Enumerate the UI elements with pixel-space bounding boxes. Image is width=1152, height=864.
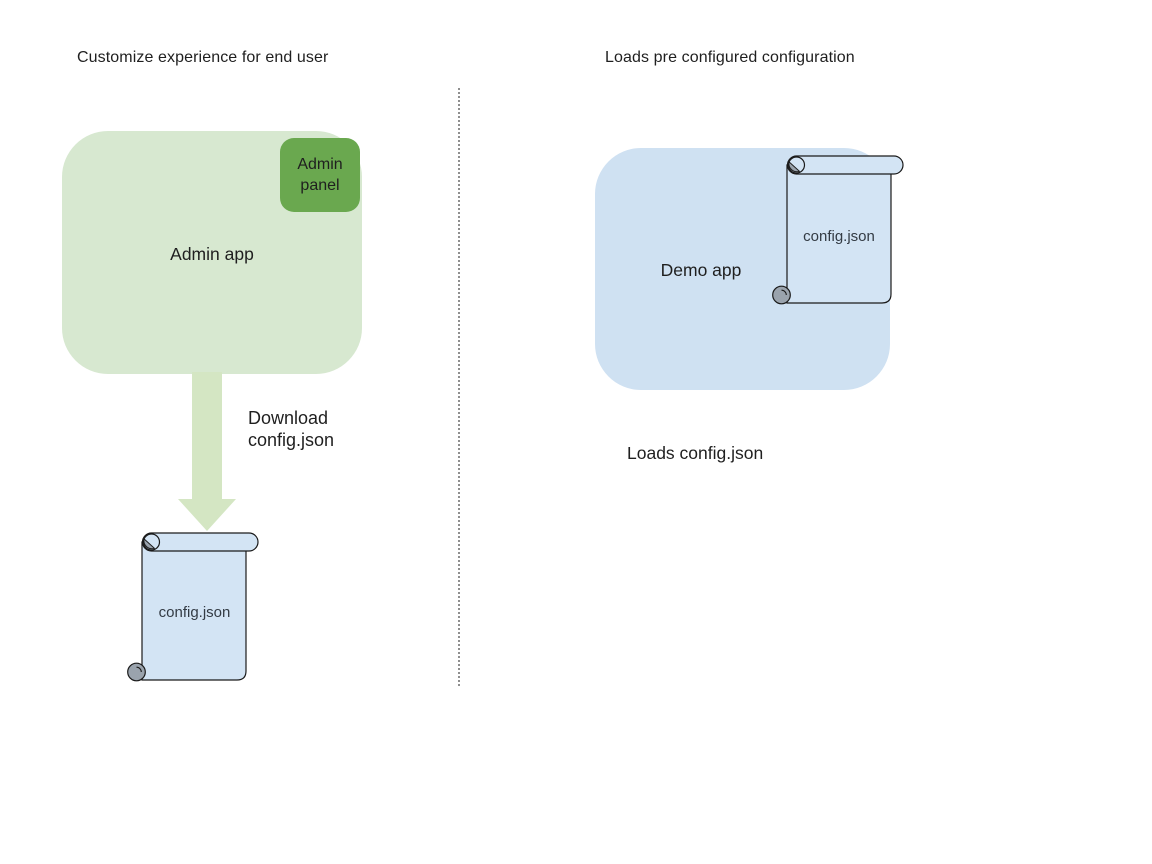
loads-config-caption: Loads config.json <box>627 443 764 463</box>
admin-app-label: Admin app <box>170 244 254 264</box>
scroll-bottom-curl-detail <box>781 289 787 296</box>
admin-panel-badge: Admin panel <box>280 138 360 212</box>
download-arrow-label: Download config.json <box>248 408 335 450</box>
scroll-top-roll <box>786 155 904 175</box>
scroll-bottom-curl <box>127 662 146 682</box>
config-json-scroll-icon-left <box>127 532 259 682</box>
download-arrow-icon <box>178 372 236 531</box>
scroll-top-curl-shade <box>788 160 801 173</box>
arrow-shape <box>178 372 236 531</box>
admin-panel-label: Admin panel <box>297 156 343 194</box>
right-section-title: Loads pre configured configuration <box>605 49 855 66</box>
config-json-label-left: config.json <box>158 604 231 621</box>
config-json-label-right: config.json <box>803 228 875 245</box>
scroll-bottom-curl <box>772 285 791 305</box>
scroll-body <box>786 164 892 304</box>
left-section-title: Customize experience for end user <box>77 49 329 66</box>
scroll-top-curl-shade <box>143 537 156 550</box>
scroll-top-roll <box>141 532 259 552</box>
section-divider <box>458 88 460 686</box>
scroll-bottom-curl-detail <box>136 666 142 673</box>
config-json-scroll-icon-right <box>772 155 904 305</box>
demo-app-label: Demo app <box>660 260 742 280</box>
scroll-body <box>141 541 247 681</box>
